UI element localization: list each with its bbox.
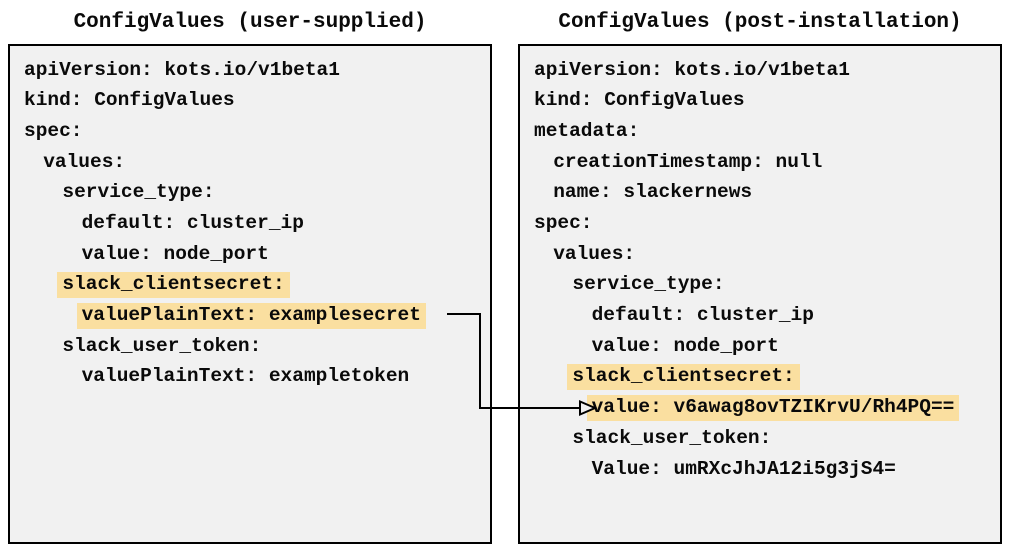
yaml-line: kind: ConfigValues	[24, 86, 476, 117]
yaml-line: default: cluster_ip	[24, 208, 476, 239]
highlighted-yaml-text: value: v6awag8ovTZIKrvU/Rh4PQ==	[586, 395, 960, 421]
yaml-line-highlighted: value: v6awag8ovTZIKrvU/Rh4PQ==	[534, 393, 986, 424]
yaml-text: value: node_port	[591, 334, 779, 357]
yaml-line: metadata:	[534, 116, 986, 147]
yaml-line: value: node_port	[534, 331, 986, 362]
yaml-text: default: cluster_ip	[591, 304, 814, 327]
yaml-line-highlighted: slack_clientsecret:	[534, 362, 986, 393]
yaml-text: slack_user_token:	[572, 426, 772, 449]
yaml-text: kind: ConfigValues	[534, 89, 745, 112]
highlighted-yaml-text: slack_clientsecret:	[567, 364, 800, 390]
yaml-line: service_type:	[24, 178, 476, 209]
yaml-line: values:	[24, 147, 476, 178]
yaml-line-highlighted: valuePlainText: examplesecret	[24, 301, 476, 332]
yaml-line: spec:	[534, 208, 986, 239]
highlighted-yaml-text: slack_clientsecret:	[57, 272, 290, 298]
yaml-text: metadata:	[534, 119, 640, 142]
yaml-line: slack_user_token:	[24, 331, 476, 362]
yaml-line: creationTimestamp: null	[534, 147, 986, 178]
yaml-text: Value: umRXcJhJA12i5g3jS4=	[591, 457, 896, 480]
yaml-text: creationTimestamp: null	[553, 150, 823, 173]
yaml-text: default: cluster_ip	[81, 212, 304, 235]
yaml-line: values:	[534, 239, 986, 270]
yaml-text: name: slackernews	[553, 181, 753, 204]
yaml-line: kind: ConfigValues	[534, 86, 986, 117]
yaml-text: apiVersion: kots.io/v1beta1	[534, 58, 850, 81]
yaml-line: value: node_port	[24, 239, 476, 270]
yaml-line: default: cluster_ip	[534, 301, 986, 332]
highlighted-yaml-text: valuePlainText: examplesecret	[76, 303, 426, 329]
yaml-text: valuePlainText: exampletoken	[81, 365, 410, 388]
yaml-line: valuePlainText: exampletoken	[24, 362, 476, 393]
yaml-text: apiVersion: kots.io/v1beta1	[24, 58, 340, 81]
yaml-text: value: node_port	[81, 242, 269, 265]
right-panel-title: ConfigValues (post-installation)	[558, 11, 962, 34]
yaml-line: name: slackernews	[534, 178, 986, 209]
yaml-text: slack_user_token:	[62, 334, 262, 357]
yaml-text: service_type:	[62, 181, 215, 204]
yaml-line: spec:	[24, 116, 476, 147]
left-panel-title: ConfigValues (user-supplied)	[73, 11, 427, 34]
yaml-line: slack_user_token:	[534, 423, 986, 454]
config-values-post-installation-panel: apiVersion: kots.io/v1beta1 kind: Config…	[518, 44, 1002, 544]
yaml-text: values:	[43, 150, 126, 173]
yaml-text: values:	[553, 242, 636, 265]
yaml-text: service_type:	[572, 273, 725, 296]
yaml-text: spec:	[24, 119, 83, 142]
yaml-text: kind: ConfigValues	[24, 89, 235, 112]
yaml-line: apiVersion: kots.io/v1beta1	[534, 55, 986, 86]
yaml-line: service_type:	[534, 270, 986, 301]
yaml-line: apiVersion: kots.io/v1beta1	[24, 55, 476, 86]
config-values-user-supplied-panel: apiVersion: kots.io/v1beta1 kind: Config…	[8, 44, 492, 544]
yaml-line-highlighted: slack_clientsecret:	[24, 270, 476, 301]
yaml-text: spec:	[534, 212, 593, 235]
yaml-line: Value: umRXcJhJA12i5g3jS4=	[534, 454, 986, 485]
